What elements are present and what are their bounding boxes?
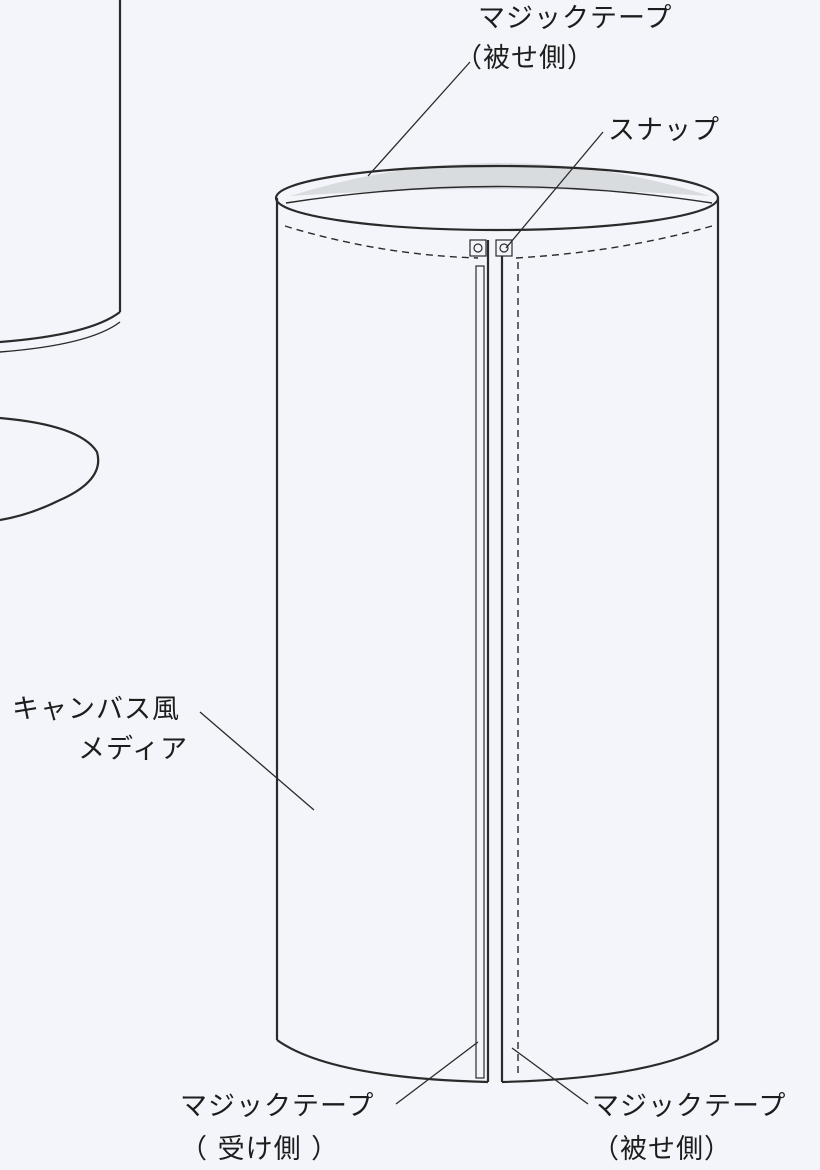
snap-label: スナップ xyxy=(608,115,720,146)
bottom-left-tape-label-line2: （ 受け側 ） xyxy=(180,1134,340,1165)
leader-canvas xyxy=(199,711,315,811)
bottom-right-tape-label-line1: マジックテープ xyxy=(592,1091,787,1122)
top-stitch-right xyxy=(515,225,713,259)
rim-inner-edge xyxy=(285,185,713,204)
snap-left xyxy=(469,239,487,257)
velcro-receive-strip xyxy=(475,265,485,1079)
top-tape-band xyxy=(290,163,710,196)
snap-right xyxy=(495,239,513,257)
background-disc xyxy=(0,416,100,522)
bottom-left-tape-label-line1: マジックテープ xyxy=(180,1091,375,1122)
leader-bottom-right xyxy=(511,1047,589,1105)
bottom-rim-right xyxy=(501,1039,719,1084)
top-tape-label-line1: マジックテープ xyxy=(478,3,673,34)
leader-bottom-left xyxy=(395,1041,479,1105)
bottom-right-tape-label-line2: （被せ側） xyxy=(592,1134,732,1165)
top-stitch-left xyxy=(284,225,479,259)
cylinder-cover xyxy=(274,163,720,1084)
background-cylinder xyxy=(0,0,122,353)
bottom-rim-left xyxy=(276,1039,489,1084)
canvas-label-line2: メディア xyxy=(78,734,189,765)
leader-top-tape xyxy=(367,61,471,177)
top-tape-label-line2: （被せ側） xyxy=(455,43,595,74)
leader-snap xyxy=(505,131,604,249)
canvas-label-line1: キャンバス風 xyxy=(12,694,180,725)
